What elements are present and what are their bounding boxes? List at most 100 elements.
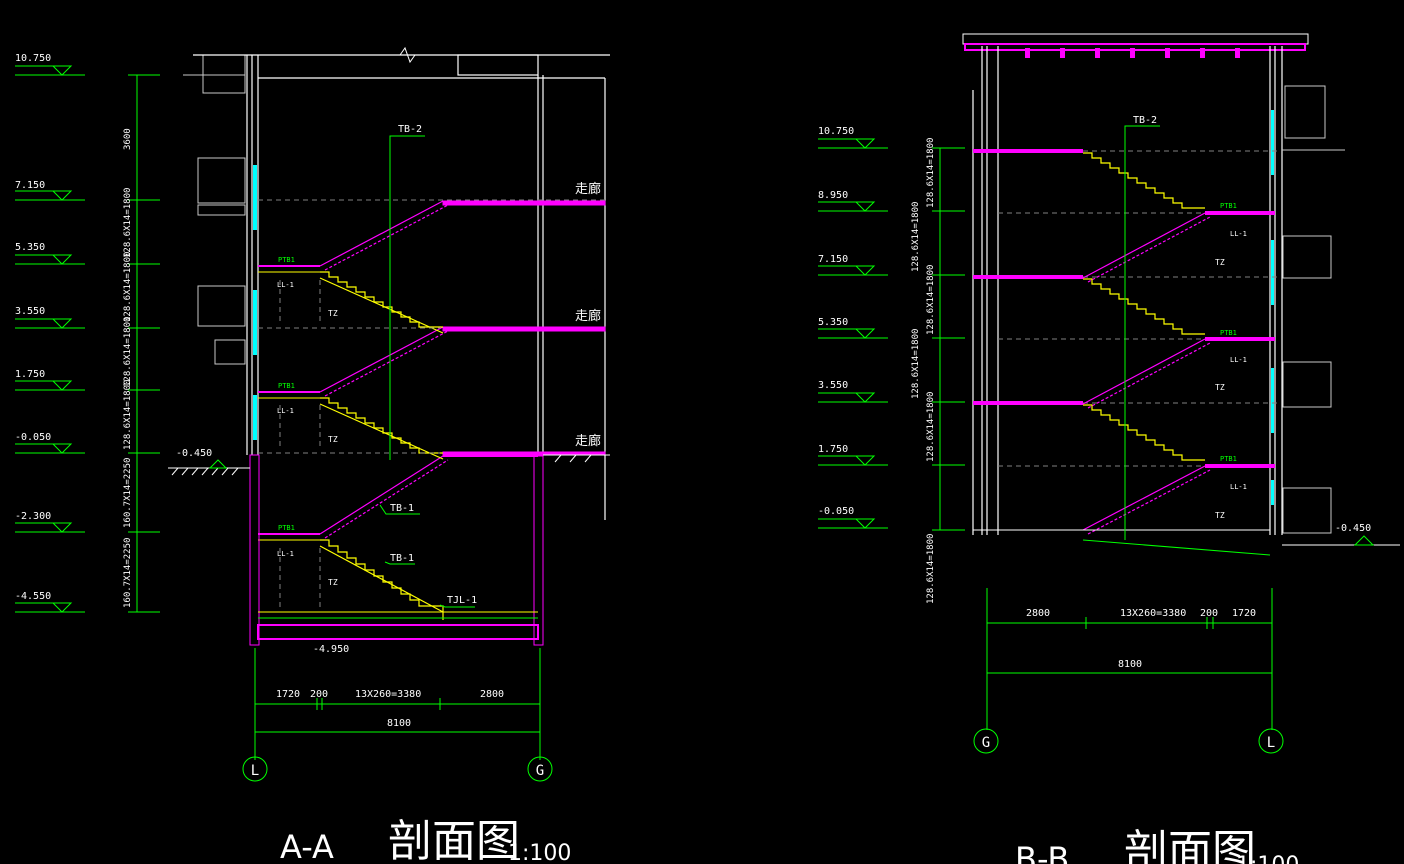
beam-label: LL-1 (277, 550, 294, 558)
ground-elevation-label: -0.450 (176, 448, 212, 459)
platform-beam-label: PTB1 (1220, 455, 1237, 463)
facade-outline-aa (183, 54, 246, 365)
elevation-marker (15, 318, 85, 329)
elevation-label: -0.050 (15, 432, 51, 443)
beam-label: LL-1 (277, 281, 294, 289)
section-scale: 1:100 (1236, 853, 1299, 864)
stair-label: TB-1 (390, 503, 414, 514)
elevation-labels-aa: 10.750 7.150 5.350 3.550 1.750 -0.050 -2… (15, 53, 51, 602)
platform-beam-label: PTB1 (278, 256, 295, 264)
ground-elevation-marker (208, 459, 228, 469)
landings-aa (258, 265, 320, 541)
stair-label: TB-1 (390, 553, 414, 564)
walls-aa (193, 54, 610, 520)
column-label: TZ (328, 578, 338, 587)
vertical-dimension-label: 128.6X14=1800 (123, 317, 133, 387)
elevation-labels-bb: 10.750 8.950 7.150 5.350 3.550 1.750 -0.… (818, 126, 854, 517)
corridor-label: 走廊 (575, 308, 601, 324)
elevation-marker (818, 201, 888, 212)
elevation-marker (818, 138, 888, 149)
elevation-marker (818, 518, 888, 529)
elevation-label: -4.550 (15, 591, 51, 602)
platform-beam-label: PTB1 (278, 524, 295, 532)
elevation-label: 3.550 (818, 380, 848, 391)
section-title: B-B (1015, 840, 1069, 864)
horizontal-dimension-label: 1720 (1232, 608, 1256, 619)
elevation-marker (15, 65, 85, 76)
corridor-slabs-aa (442, 200, 606, 457)
axis-label: L (1267, 735, 1275, 751)
elevation-marker (15, 443, 85, 454)
horizontal-dimension-label: 2800 (480, 689, 504, 700)
beam-label: LL-1 (1230, 483, 1247, 491)
ground-elevation-marker (1353, 535, 1375, 546)
section-bb: 10.750 8.950 7.150 5.350 3.550 1.750 -0.… (818, 33, 1400, 864)
horizontal-dimensions-aa (242, 648, 553, 782)
elevation-marker (818, 328, 888, 339)
section-title-aa: A-A 剖面图 1:100 (280, 816, 571, 864)
column-labels-aa: TZ TZ TZ (328, 309, 338, 587)
floor-slabs-bb (973, 149, 1275, 468)
elevation-marker (15, 254, 85, 265)
column-label: TZ (1215, 383, 1225, 392)
vertical-dimension-label: 128.6X14=1800 (911, 329, 921, 399)
column-label: TZ (328, 309, 338, 318)
section-title: A-A (280, 828, 334, 864)
vertical-dimension-labels-aa: 3600 128.6X14=1800 128.6X14=1800 128.6X1… (123, 128, 133, 608)
horizontal-dimension-labels-bb: 2800 13X260=3380 200 1720 8100 (1026, 608, 1256, 670)
vertical-dimension-label: 128.6X14=1800 (926, 265, 936, 335)
total-dimension-label: 8100 (387, 718, 411, 729)
platform-beam-label: PTB1 (1220, 202, 1237, 210)
elevation-markers-bb (818, 138, 888, 529)
ground-line-bb (973, 529, 1400, 556)
stair-label: TB-2 (1133, 115, 1157, 126)
facade-outline-bb (1282, 85, 1345, 534)
beam-labels-aa: LL-1 LL-1 LL-1 (277, 281, 294, 558)
vertical-dimension-chain-bb (932, 147, 965, 531)
column-labels-bb: TZ TZ TZ (1215, 258, 1225, 520)
vertical-dimension-label: 128.6X14=1800 (123, 380, 133, 450)
column-label: TZ (328, 435, 338, 444)
vertical-dimension-label: 128.6X14=1800 (123, 188, 133, 258)
section-title-bb: B-B 剖面图 1:100 (1015, 826, 1299, 864)
beam-label: LL-1 (1230, 230, 1247, 238)
hidden-lines-aa (258, 199, 605, 610)
vertical-dimension-label: 128.6X14=1800 (123, 252, 133, 322)
leader-line (1124, 125, 1160, 540)
stair-flights-aa (319, 200, 449, 620)
elevation-label: 5.350 (818, 317, 848, 328)
vertical-dimension-label: 160.7X14=2250 (123, 538, 133, 608)
hidden-lines-bb (998, 150, 1280, 467)
elevation-marker (818, 455, 888, 466)
elevation-marker (15, 602, 85, 613)
ground-line-aa (168, 454, 610, 476)
elevation-marker (15, 380, 85, 391)
vertical-dimension-labels-bb: 128.6X14=1800 128.6X14=1800 128.6X14=180… (911, 138, 936, 604)
elevation-label: 7.150 (15, 180, 45, 191)
elevation-label: 8.950 (818, 190, 848, 201)
elevation-label: 1.750 (818, 444, 848, 455)
elevation-marker (15, 522, 85, 533)
windows-aa (253, 165, 257, 440)
elevation-marker (818, 265, 888, 276)
axis-bubbles-bb: G L (982, 735, 1275, 751)
horizontal-dimension-label: 200 (1200, 608, 1218, 619)
elevation-marker (818, 392, 888, 403)
pit-bottom-label: -4.950 (313, 644, 349, 655)
horizontal-dimension-label: 2800 (1026, 608, 1050, 619)
stair-label: TB-2 (398, 124, 422, 135)
elevation-label: 3.550 (15, 306, 45, 317)
beam-label: LL-1 (1230, 356, 1247, 364)
roof-bb (962, 33, 1309, 58)
elevation-marker (15, 190, 85, 201)
elevation-markers-aa (15, 65, 85, 613)
platform-beam-label: PTB1 (278, 382, 295, 390)
elevation-label: 10.750 (15, 53, 51, 64)
ground-elevation-label: -0.450 (1335, 523, 1371, 534)
horizontal-dimension-label: 13X260=3380 (355, 689, 421, 700)
beam-label: LL-1 (277, 407, 294, 415)
elevation-label: 10.750 (818, 126, 854, 137)
axis-label: G (536, 763, 544, 779)
elevation-label: 1.750 (15, 369, 45, 380)
